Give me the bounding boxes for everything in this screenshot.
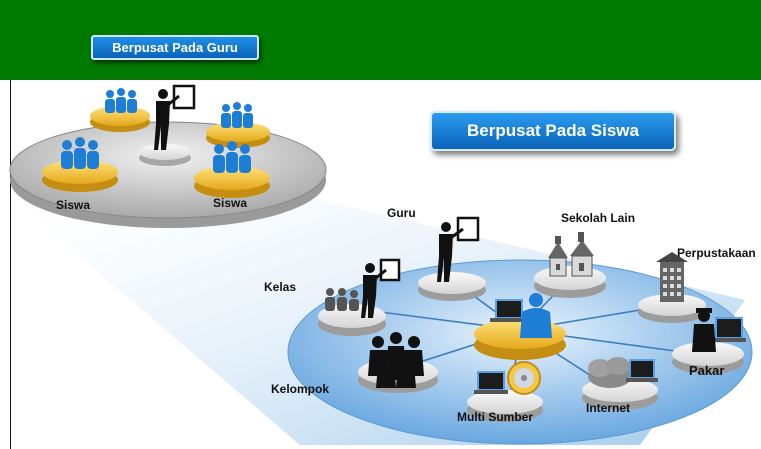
pakar-label: Pakar (689, 363, 725, 378)
sekolah-lain-label: Sekolah Lain (561, 211, 636, 225)
perpustakaan-label: Perpustakaan (677, 246, 756, 260)
student-centered-button[interactable]: Berpusat Pada Siswa (430, 111, 676, 151)
center-student-figure (490, 293, 552, 338)
sekolah-lain-buildings (548, 232, 594, 277)
kelompok-group-figures (368, 332, 424, 388)
multi-sumber-label: Multi Sumber (457, 410, 534, 424)
left-student-groups (61, 88, 253, 173)
left-teacher-figure (154, 84, 196, 150)
pakar-expert-figure (692, 308, 746, 352)
siswa-label-left: Siswa (56, 198, 91, 212)
guru-label: Guru (387, 206, 416, 220)
kelas-figures (325, 258, 401, 318)
guru-teacher-figure (437, 216, 480, 282)
left-border-line (10, 80, 11, 449)
kelas-label: Kelas (264, 280, 297, 294)
perpustakaan-building (656, 252, 688, 302)
internet-cloud-figure (588, 357, 658, 388)
internet-label: Internet (586, 401, 631, 415)
multi-sumber-figure (474, 361, 541, 395)
teacher-centered-button[interactable]: Berpusat Pada Guru (91, 35, 259, 60)
siswa-label-right: Siswa (213, 196, 248, 210)
kelompok-label: Kelompok (271, 382, 330, 396)
